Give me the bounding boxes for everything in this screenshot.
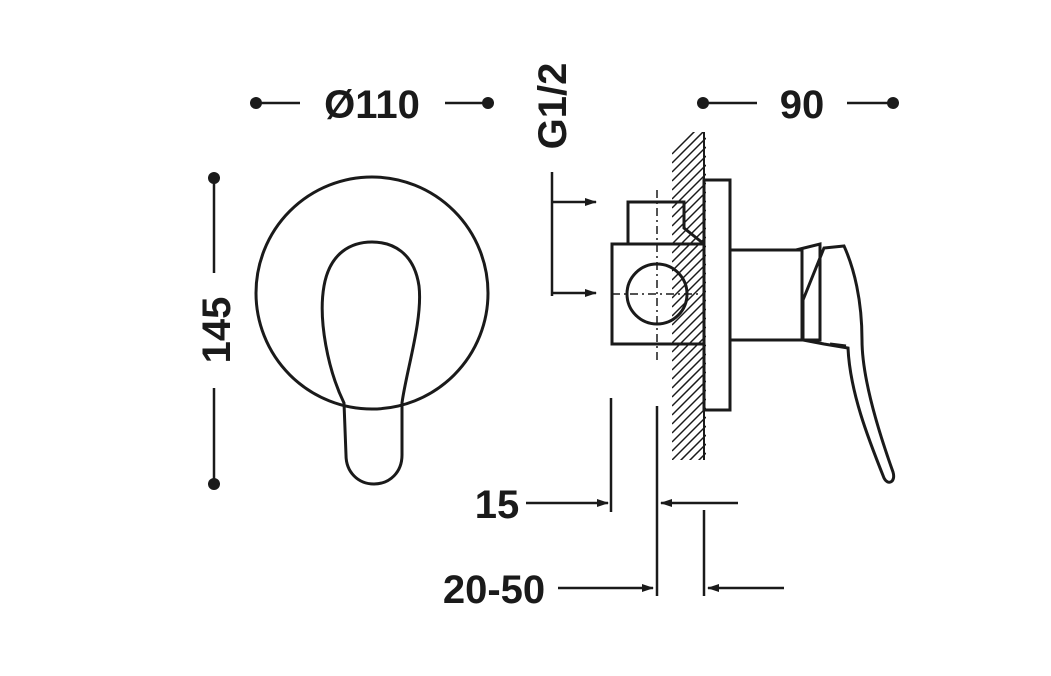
- diameter-label: Ø110: [324, 83, 420, 127]
- valve-body: [610, 190, 706, 360]
- hatch-line: [672, 407, 706, 443]
- wall-range-dimension: 20-50: [443, 510, 784, 612]
- hatch-line: [672, 245, 706, 281]
- hatch-line: [672, 254, 706, 290]
- hatch-line: [672, 362, 706, 398]
- hatch-line: [672, 462, 706, 496]
- hatch-line: [672, 191, 706, 227]
- hatch-line: [672, 182, 706, 218]
- hatch-line: [672, 299, 706, 335]
- thread-indicator: [550, 172, 597, 297]
- hatch-line: [672, 308, 706, 344]
- hatch-line: [688, 443, 706, 460]
- cover-offset-dimension: 15: [475, 398, 738, 596]
- hatch-line: [672, 398, 706, 434]
- hatch-line: [672, 389, 706, 425]
- wall-range-label: 20-50: [443, 568, 545, 612]
- height-label: 145: [195, 297, 239, 364]
- hatch-line: [672, 164, 706, 200]
- hatch-line: [672, 200, 706, 236]
- side-lever: [801, 244, 896, 484]
- hatch-line: [672, 471, 706, 505]
- hatch-line: [672, 335, 706, 371]
- hatch-line: [672, 137, 706, 173]
- hatch-line: [672, 132, 705, 164]
- hatch-line: [697, 452, 706, 460]
- hatch-line: [672, 263, 706, 299]
- hatch-line: [672, 317, 706, 353]
- cover-offset-label: 15: [475, 483, 520, 527]
- hatch-line: [672, 344, 706, 380]
- spindle-housing: [728, 248, 804, 342]
- hatch-line: [672, 380, 706, 416]
- hatch-line: [672, 218, 706, 254]
- thread-label: G1/2: [531, 63, 575, 150]
- hatch-line: [679, 434, 706, 460]
- hatch-line: [672, 416, 706, 452]
- front-view: Ø110 145: [195, 83, 494, 490]
- hatch-line: [672, 155, 706, 191]
- diameter-dimension: Ø110: [250, 83, 494, 127]
- hatch-line: [672, 209, 706, 245]
- hatch-line: [672, 272, 706, 308]
- wall-flange: [702, 178, 732, 412]
- lever-handle: [320, 240, 422, 486]
- hatch-line: [672, 281, 706, 317]
- wall-section: [672, 132, 706, 505]
- cover-plate: [254, 175, 490, 411]
- hatch-line: [672, 146, 706, 182]
- hatch-line: [672, 290, 706, 326]
- hatch-line: [672, 132, 696, 155]
- hatch-line: [672, 353, 706, 389]
- hatch-line: [672, 371, 706, 407]
- depth-label: 90: [780, 83, 825, 127]
- height-dimension: 145: [195, 172, 239, 490]
- side-view: G1/2 90: [443, 63, 899, 612]
- hatch-line: [672, 425, 706, 460]
- depth-dimension: 90: [697, 83, 899, 127]
